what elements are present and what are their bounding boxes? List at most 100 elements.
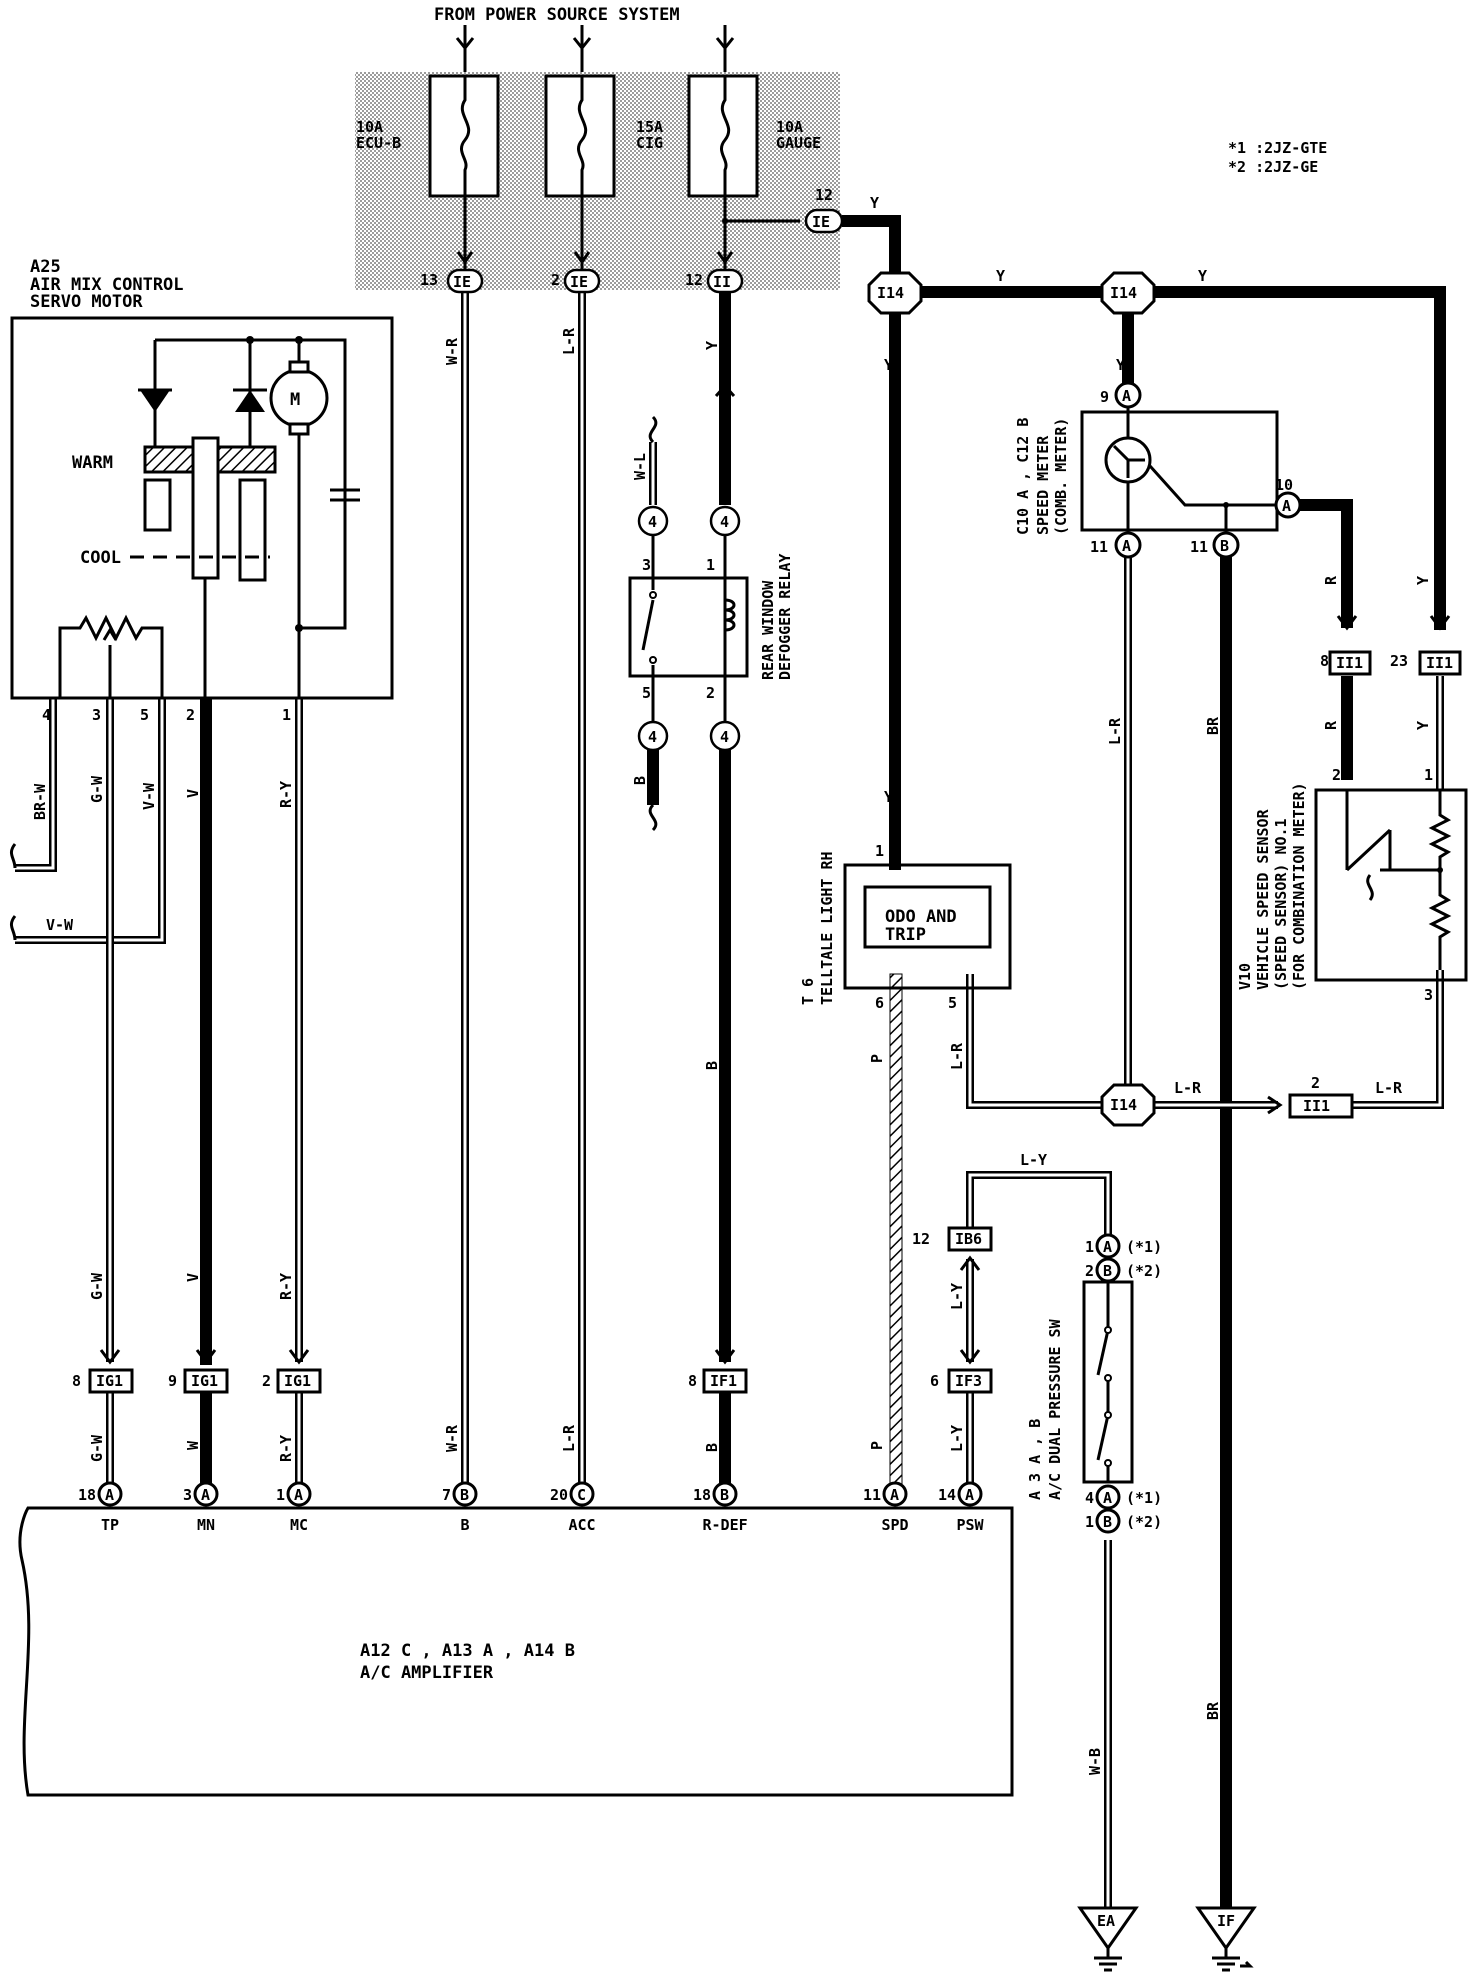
- svg-text:(FOR COMBINATION METER): (FOR COMBINATION METER): [1290, 782, 1308, 990]
- svg-text:B: B: [631, 776, 649, 785]
- svg-text:II: II: [713, 273, 731, 291]
- svg-text:5: 5: [948, 994, 957, 1012]
- svg-text:WARM: WARM: [72, 453, 113, 473]
- svg-text:A: A: [1122, 387, 1131, 405]
- air-mix-servo-motor: A25 AIR MIX CONTROL SERVO MOTOR M WARM C…: [10, 257, 394, 724]
- svg-text:1: 1: [1085, 1513, 1094, 1531]
- svg-text:A: A: [1282, 497, 1291, 515]
- svg-text:Y: Y: [1198, 267, 1207, 285]
- svg-text:3: 3: [92, 706, 101, 724]
- incoming-feeds: [455, 25, 735, 72]
- svg-text:2: 2: [706, 684, 715, 702]
- rear-window-defogger-relay: 4 4 4 4 3 1 5 2 REAR WINDOW DEFOGGER REL…: [9, 415, 794, 941]
- svg-text:C10 A , C12 B: C10 A , C12 B: [1014, 418, 1032, 535]
- svg-text:Y: Y: [870, 194, 879, 212]
- svg-text:IE: IE: [453, 273, 471, 291]
- note-2: *2 :2JZ-GE: [1228, 158, 1318, 176]
- svg-text:13: 13: [420, 271, 438, 289]
- svg-text:R: R: [1322, 575, 1340, 585]
- svg-text:PSW: PSW: [957, 1516, 985, 1534]
- svg-text:Y: Y: [996, 267, 1005, 285]
- svg-text:ACC: ACC: [569, 1516, 596, 1534]
- ground-if: IF: [1195, 1906, 1257, 1972]
- svg-text:R-Y: R-Y: [277, 781, 295, 808]
- junction-i14-bottom: I14: [1100, 1083, 1156, 1127]
- svg-text:IF1: IF1: [710, 1372, 737, 1390]
- svg-text:IF: IF: [1217, 1912, 1235, 1930]
- svg-text:(*1): (*1): [1126, 1238, 1162, 1256]
- svg-text:P: P: [868, 1054, 886, 1063]
- svg-text:2: 2: [262, 1372, 271, 1390]
- svg-text:2: 2: [551, 271, 560, 289]
- ac-amplifier: A12 C , A13 A , A14 B A/C AMPLIFIER: [18, 1506, 1014, 1797]
- connector-ie-2: 2 IE: [551, 268, 601, 294]
- svg-text:23: 23: [1390, 652, 1408, 670]
- svg-text:I14: I14: [877, 284, 904, 302]
- svg-text:G-W: G-W: [88, 1272, 106, 1300]
- svg-text:4: 4: [720, 513, 729, 531]
- svg-text:20: 20: [550, 1486, 568, 1504]
- svg-text:IF3: IF3: [955, 1372, 982, 1390]
- svg-text:MC: MC: [290, 1516, 308, 1534]
- connector-ig1-9: 9 IG1: [168, 1368, 229, 1394]
- svg-text:Y: Y: [1414, 721, 1432, 730]
- svg-text:V10: V10: [1236, 963, 1254, 990]
- amplifier-pin-b: B7B: [442, 1481, 478, 1534]
- telltale-light-rh: ODO AND TRIP 1 6 5 T 6 TELLTALE LIGHT RH: [799, 842, 1012, 1012]
- svg-text:9: 9: [1100, 388, 1109, 406]
- svg-text:(COMB. METER): (COMB. METER): [1052, 418, 1070, 535]
- svg-text:1: 1: [276, 1486, 285, 1504]
- svg-text:REAR WINDOW: REAR WINDOW: [759, 580, 777, 680]
- vehicle-speed-sensor: 2 1 3 V10 VEHICLE SPEED SENSOR (SPEED SE…: [1236, 766, 1468, 1004]
- svg-text:A: A: [1103, 1489, 1112, 1507]
- svg-text:R: R: [1322, 720, 1340, 730]
- svg-text:AIR MIX CONTROL: AIR MIX CONTROL: [30, 275, 184, 295]
- svg-text:B: B: [1103, 1513, 1112, 1531]
- svg-text:4: 4: [648, 728, 657, 746]
- svg-text:Y: Y: [884, 788, 893, 806]
- svg-text:Y: Y: [1414, 576, 1432, 585]
- svg-text:11: 11: [1090, 538, 1108, 556]
- connector-ii1-8: 8 II1: [1320, 650, 1372, 676]
- svg-text:V: V: [184, 1273, 202, 1282]
- svg-text:IG1: IG1: [191, 1372, 218, 1390]
- svg-text:2: 2: [186, 706, 195, 724]
- svg-text:A: A: [965, 1486, 974, 1504]
- svg-text:TP: TP: [101, 1516, 119, 1534]
- svg-text:10A: 10A: [776, 118, 803, 136]
- svg-text:L-Y: L-Y: [948, 1283, 966, 1310]
- svg-text:IG1: IG1: [96, 1372, 123, 1390]
- svg-text:G-W: G-W: [88, 775, 106, 803]
- svg-text:5: 5: [642, 684, 651, 702]
- svg-text:MN: MN: [197, 1516, 215, 1534]
- svg-text:M: M: [290, 390, 300, 410]
- svg-text:GAUGE: GAUGE: [776, 134, 821, 152]
- header-power-source: FROM POWER SOURCE SYSTEM: [434, 5, 680, 25]
- svg-text:ECU-B: ECU-B: [356, 134, 401, 152]
- svg-text:12: 12: [685, 271, 703, 289]
- svg-text:CIG: CIG: [636, 134, 663, 152]
- svg-text:L-R: L-R: [1174, 1079, 1202, 1097]
- connector-ie-13: 13 IE: [420, 268, 484, 294]
- svg-text:W-R: W-R: [443, 337, 461, 365]
- wire-labels: Y Y Y Y Y Y R Y R Y L-R BR BR L-R L-R L-…: [31, 194, 1432, 1775]
- svg-text:W: W: [184, 1440, 202, 1450]
- svg-text:TRIP: TRIP: [885, 925, 926, 945]
- svg-text:V-W: V-W: [46, 916, 74, 934]
- svg-text:A: A: [890, 1486, 899, 1504]
- svg-text:1: 1: [875, 842, 884, 860]
- svg-text:(SPEED SENSOR) NO.1: (SPEED SENSOR) NO.1: [1272, 818, 1290, 990]
- svg-text:A: A: [1122, 537, 1131, 555]
- svg-text:12: 12: [912, 1230, 930, 1248]
- svg-text:5: 5: [140, 706, 149, 724]
- svg-text:1: 1: [1424, 766, 1433, 784]
- fuse-gauge: 10A GAUGE: [687, 74, 821, 198]
- ground-ea: EA: [1077, 1906, 1139, 1972]
- svg-text:R-DEF: R-DEF: [703, 1516, 748, 1534]
- svg-text:2: 2: [1085, 1262, 1094, 1280]
- svg-text:DEFOGGER RELAY: DEFOGGER RELAY: [776, 554, 794, 680]
